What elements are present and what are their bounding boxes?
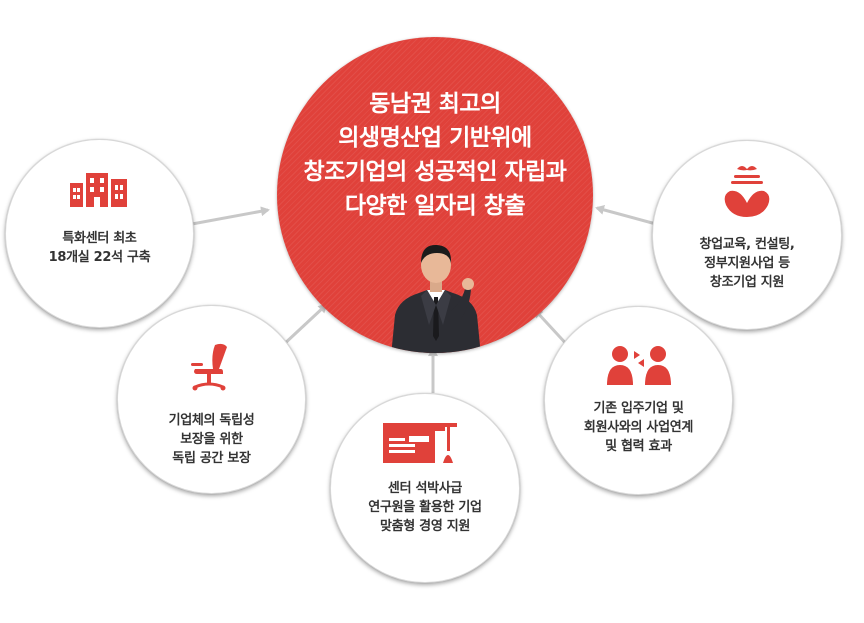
chair-icon [190, 343, 227, 391]
node-management-support: 센터 석박사급 연구원을 활용한 기업 맞춤형 경영 지원 [330, 393, 520, 583]
node-independent-space: 기업체의 독립성 보장을 위한 독립 공간 보장 [117, 305, 306, 494]
node-specialized-center: 특화센터 최초 18개실 22석 구축 [5, 139, 194, 328]
node-label: 기존 입주기업 및 회원사와의 사업연계 및 협력 효과 [583, 401, 694, 454]
lecture-icon [383, 423, 457, 463]
arrow-topleft [191, 206, 270, 226]
node-label: 기업체의 독립성 보장을 위한 독립 공간 보장 [168, 413, 255, 466]
node-label: 특화센터 최초 18개실 22석 구축 [48, 231, 151, 265]
node-collaboration: 기존 입주기업 및 회원사와의 사업연계 및 협력 효과 [544, 306, 733, 495]
node-label: 창업교육, 컨설팅, 정부지원사업 등 창조기업 지원 [699, 237, 795, 290]
center-headline: 동남권 최고의 의생명산업 기반위에 창조기업의 성공적인 자립과 다양한 일자… [303, 91, 567, 219]
arrow-topright [595, 205, 657, 226]
node-label: 센터 석박사급 연구원을 활용한 기업 맞춤형 경영 지원 [368, 481, 482, 534]
sprout-icon [724, 166, 770, 217]
businessman-icon [391, 244, 481, 353]
arrow-left [280, 303, 328, 348]
center-circle: 동남권 최고의 의생명산업 기반위에 창조기업의 성공적인 자립과 다양한 일자… [277, 37, 593, 353]
node-startup-support: 창업교육, 컨설팅, 정부지원사업 등 창조기업 지원 [652, 140, 842, 330]
building-icon [69, 173, 127, 207]
two-people-icon [606, 346, 671, 385]
